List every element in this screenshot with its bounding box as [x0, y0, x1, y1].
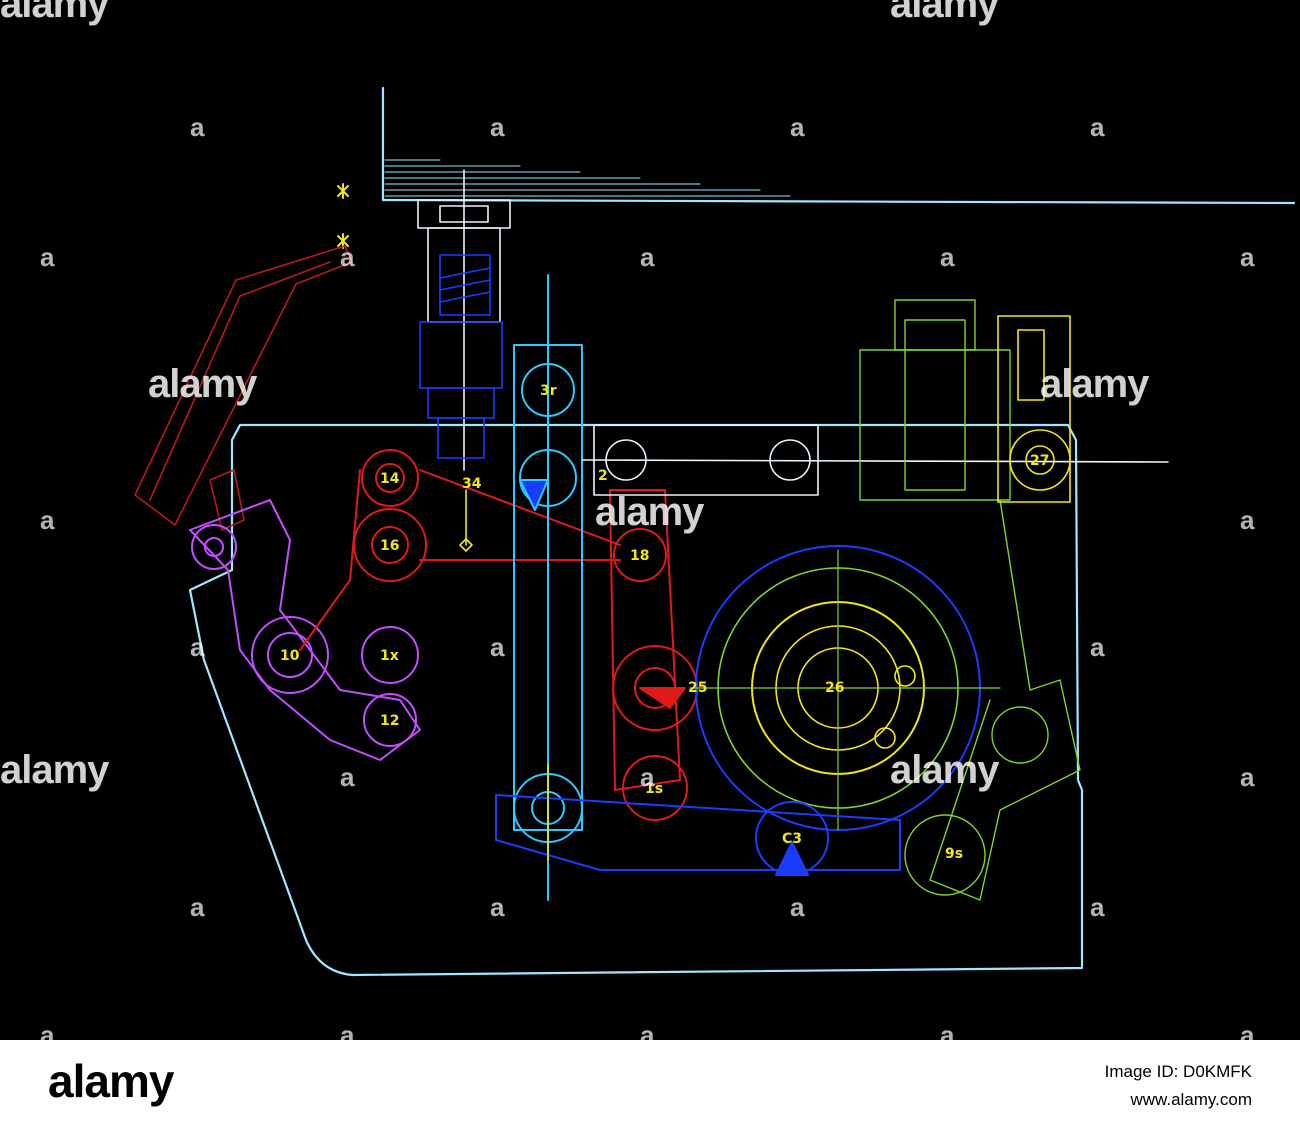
housing-outline [188, 86, 1296, 977]
label-1x: 1x [380, 648, 399, 664]
watermark-4: alamy [0, 748, 109, 792]
hatch-wedge [384, 159, 791, 197]
watermark-2: alamy [595, 490, 704, 534]
watermark-a-3: a [790, 112, 805, 142]
watermark-a-18: a [190, 892, 205, 922]
label-12: 12 [380, 713, 399, 729]
bottom-link [495, 794, 901, 876]
reference-markers [337, 183, 349, 249]
watermark-a-6: a [340, 242, 355, 272]
label-27: 27 [1030, 453, 1049, 469]
handle-arm [134, 245, 353, 531]
watermark-a-19: a [490, 892, 505, 922]
label-2: 2 [598, 468, 608, 484]
watermark-a-15: a [340, 762, 355, 792]
watermark-a-10: a [40, 505, 55, 535]
watermark-a-8: a [940, 242, 955, 272]
watermark-a-7: a [640, 242, 655, 272]
watermark-a-14: a [1090, 632, 1105, 662]
watermark-a-17: a [1240, 762, 1255, 792]
label-16: 16 [380, 538, 399, 554]
label-3r: 3r [540, 383, 557, 399]
watermark-a-11: a [1240, 505, 1255, 535]
watermark-1: alamy [148, 362, 257, 406]
stock-footer: alamy Image ID: D0KMFK www.alamy.com [0, 1040, 1300, 1129]
purple-lever [189, 499, 421, 761]
site-url[interactable]: www.alamy.com [1130, 1090, 1252, 1109]
watermark-a-16: a [640, 762, 655, 792]
cam-wheel [689, 545, 1001, 831]
crossbar [581, 424, 1169, 496]
watermark-a-1: a [190, 112, 205, 142]
label-34: 34 [462, 476, 482, 492]
label-14: 14 [380, 471, 400, 487]
motor-assembly [859, 299, 1081, 901]
label-10: 10 [280, 648, 300, 664]
cad-drawing: 14 16 10 1x 12 34 3r 18 2 25 1s C3 26 9s… [0, 0, 1296, 1050]
alamy-logo: alamy [48, 1055, 174, 1107]
watermark-3: alamy [1040, 362, 1149, 406]
watermark-a-9: a [1240, 242, 1255, 272]
watermark-5: alamy [890, 748, 999, 792]
red-linkage [299, 449, 698, 821]
yellow-details [459, 489, 549, 861]
label-c3: C3 [782, 831, 802, 847]
watermark-6: alamy [0, 0, 109, 26]
watermark-a-12: a [190, 632, 205, 662]
label-25: 25 [688, 680, 707, 696]
watermark-a-2: a [490, 112, 505, 142]
watermark-a-13: a [490, 632, 505, 662]
watermark-a-21: a [1090, 892, 1105, 922]
label-18: 18 [630, 548, 649, 564]
watermark-a-4: a [1090, 112, 1105, 142]
label-26: 26 [825, 680, 844, 696]
image-id: Image ID: D0KMFK [1104, 1062, 1252, 1081]
label-1s: 1s [645, 781, 663, 797]
watermark-a-20: a [790, 892, 805, 922]
label-9s: 9s [945, 846, 963, 862]
component-labels: 14 16 10 1x 12 34 3r 18 2 25 1s C3 26 9s… [280, 383, 1049, 862]
watermark-a-5: a [40, 242, 55, 272]
spindle-assembly [417, 169, 511, 471]
mechanism-diagram: 14 16 10 1x 12 34 3r 18 2 25 1s C3 26 9s… [134, 86, 1296, 977]
watermark-7: alamy [890, 0, 999, 26]
